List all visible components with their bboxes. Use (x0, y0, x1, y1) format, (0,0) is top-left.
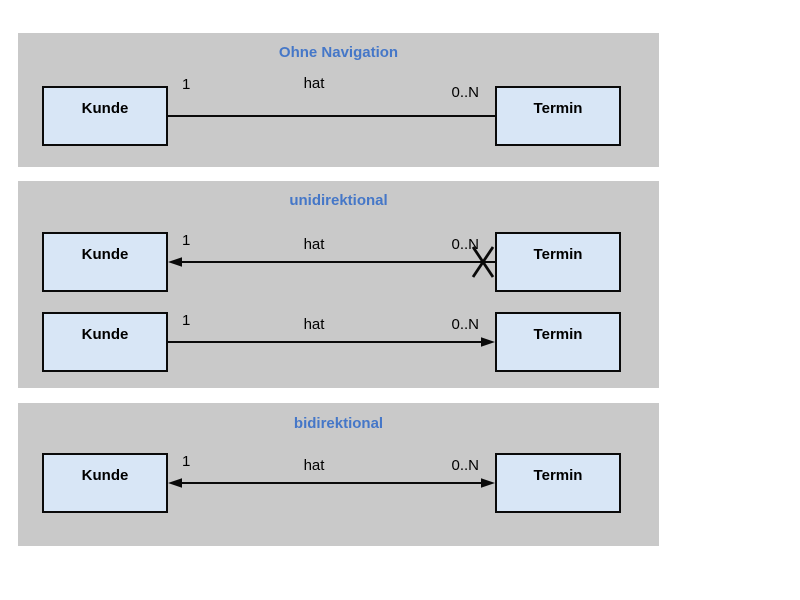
association-row: Kunde Termin 1 hat 0..N (42, 312, 621, 372)
class-box-kunde: Kunde (42, 453, 168, 513)
panel-title: Ohne Navigation (278, 44, 399, 61)
multiplicity-right-label: 0..N (451, 84, 479, 101)
association-connector (168, 478, 495, 488)
class-box-kunde: Kunde (42, 312, 168, 372)
class-name-label: Termin (533, 100, 583, 117)
association-name-label: hat (303, 457, 325, 474)
association-connector (168, 115, 495, 117)
arrowhead-to-termin-icon (481, 337, 495, 347)
class-name-label: Kunde (81, 246, 129, 263)
class-box-kunde: Kunde (42, 232, 168, 292)
association-row: Kunde Termin 1 hat 0..N (42, 232, 621, 292)
multiplicity-right-label: 0..N (451, 457, 479, 474)
panel-title: bidirektional (293, 415, 384, 432)
panel-title: unidirektional (289, 192, 388, 209)
association-name-label: hat (303, 236, 325, 253)
association-name-label: hat (303, 75, 325, 92)
non-navigability-x-icon (471, 246, 495, 278)
class-name-label: Termin (533, 326, 583, 343)
class-box-termin: Termin (495, 312, 621, 372)
multiplicity-right-label: 0..N (451, 236, 479, 253)
multiplicity-right-label: 0..N (451, 316, 479, 333)
class-box-kunde: Kunde (42, 86, 168, 146)
association-row: Kunde Termin 1 hat 0..N (42, 75, 621, 146)
multiplicity-left-label: 1 (182, 453, 191, 470)
association-connector (168, 337, 495, 347)
class-name-label: Kunde (81, 326, 129, 343)
class-name-label: Termin (533, 467, 583, 484)
association-name-label: hat (303, 316, 325, 333)
arrowhead-to-kunde-icon (168, 257, 182, 267)
arrowhead-to-termin-icon (481, 478, 495, 488)
class-name-label: Kunde (81, 100, 129, 117)
arrowhead-to-kunde-icon (168, 478, 182, 488)
class-box-termin: Termin (495, 232, 621, 292)
panel-bidirektional: bidirektional Kunde Termin 1 hat 0..N (18, 403, 659, 546)
class-box-termin: Termin (495, 86, 621, 146)
panel-unidirektional: unidirektional Kunde Termin 1 hat 0..N (18, 181, 659, 388)
panel-ohne-navigation: Ohne Navigation Kunde Termin 1 hat 0..N (18, 33, 659, 167)
class-name-label: Termin (533, 246, 583, 263)
multiplicity-left-label: 1 (182, 232, 191, 249)
multiplicity-left-label: 1 (182, 76, 191, 93)
class-box-termin: Termin (495, 453, 621, 513)
association-connector (168, 246, 495, 278)
class-name-label: Kunde (81, 467, 129, 484)
multiplicity-left-label: 1 (182, 312, 191, 329)
association-row: Kunde Termin 1 hat 0..N (42, 453, 621, 513)
